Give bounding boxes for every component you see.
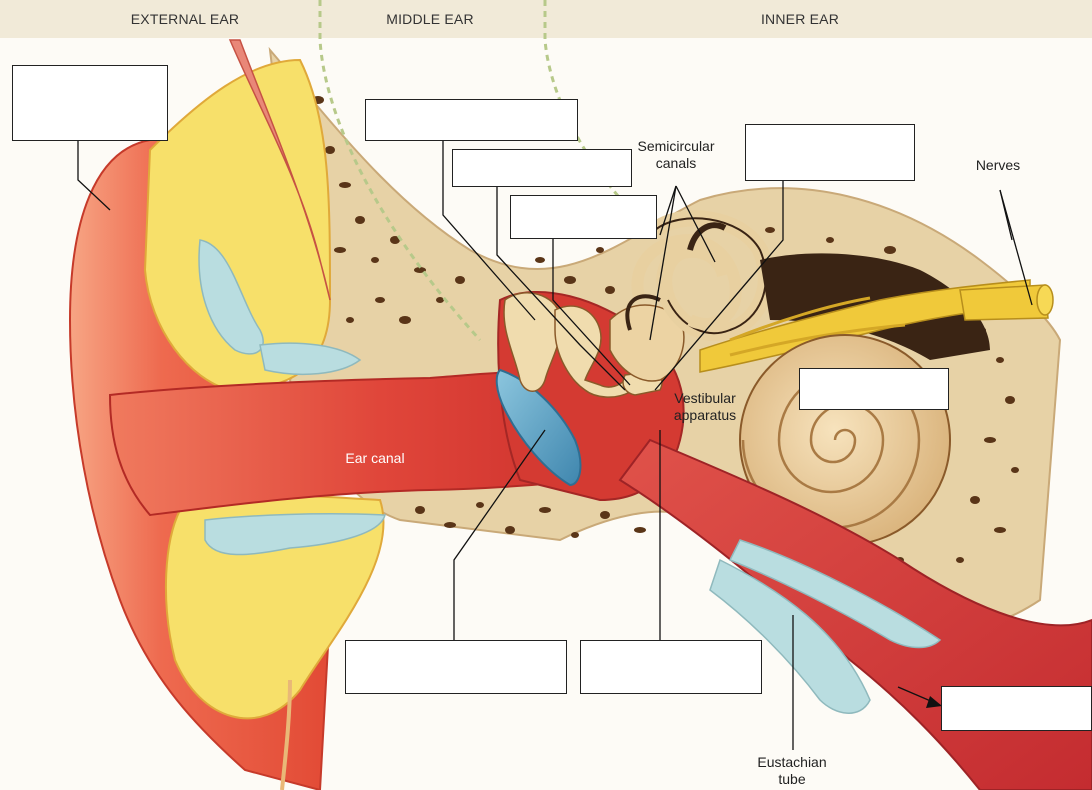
blank-box-incus[interactable] [452,149,632,187]
blank-box-round-window[interactable] [580,640,762,694]
blank-box-stapes[interactable] [510,195,657,239]
header-external-ear: EXTERNAL EAR [60,0,310,38]
label-eustachian-tube: Eustachian tube [740,754,844,788]
header-middle-ear: MIDDLE EAR [325,0,535,38]
label-semicircular-canals: Semicircular canals [618,138,734,172]
nerve-bundle-end [960,285,1048,320]
label-vestibular-apparatus: Vestibular apparatus [660,390,750,424]
header-inner-ear: INNER EAR [560,0,1040,38]
blank-box-pinna[interactable] [12,65,168,141]
nerve-cut-end [1037,285,1053,315]
blank-box-cochlea[interactable] [799,368,949,410]
label-nerves: Nerves [958,157,1038,174]
blank-box-malleus[interactable] [365,99,578,141]
label-ear-canal: Ear canal [320,450,430,467]
blank-box-eardrum[interactable] [345,640,567,694]
blank-box-oval-window[interactable] [745,124,915,181]
blank-box-throat[interactable] [941,686,1092,731]
